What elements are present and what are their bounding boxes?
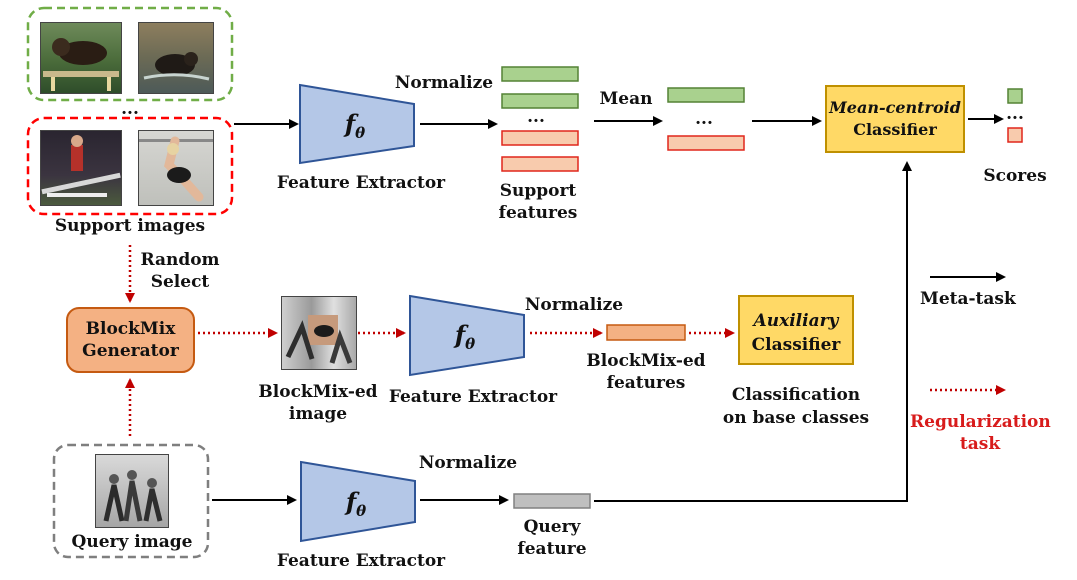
f-theta-top: fθ bbox=[330, 110, 380, 147]
support-features-label-2: features bbox=[498, 203, 578, 223]
support-photo-gymnast-1 bbox=[40, 130, 122, 206]
feature-extractor-bottom bbox=[300, 460, 416, 543]
mean-feature-red bbox=[667, 135, 745, 151]
query-image-label: Query image bbox=[71, 532, 193, 552]
legend-reg-label-1: Regularization bbox=[910, 412, 1051, 432]
arrow-query-feature-to-classifier bbox=[594, 161, 912, 502]
theta-symbol: θ bbox=[465, 334, 476, 353]
blockmix-features-label-1: BlockMix-ed bbox=[586, 351, 706, 371]
support-photo-dog-jump bbox=[40, 22, 122, 94]
scores-ellipsis: ... bbox=[1006, 104, 1024, 124]
gymnast-1-art bbox=[41, 135, 121, 197]
support-features-ellipsis: ... bbox=[527, 107, 545, 127]
f-symbol: f bbox=[454, 320, 466, 349]
feature-extractor-label-mid: Feature Extractor bbox=[388, 387, 558, 407]
auxiliary-classifier-box bbox=[738, 295, 854, 365]
blockmix-image-label-1: BlockMix-ed bbox=[258, 382, 378, 402]
dog-jump-art bbox=[43, 38, 119, 91]
auxiliary-label-1: Auxiliary bbox=[753, 311, 839, 331]
support-images-label: Support images bbox=[54, 216, 206, 236]
blockmix-generator-label-1: BlockMix bbox=[85, 319, 176, 339]
feature-extractor-label-bottom: Feature Extractor bbox=[276, 551, 446, 571]
support-feature-green-1 bbox=[501, 66, 579, 82]
query-feature-label-2: feature bbox=[517, 539, 587, 559]
support-class-2-group bbox=[26, 116, 234, 216]
theta-symbol: θ bbox=[355, 123, 366, 142]
mean-centroid-label-2: Classifier bbox=[853, 120, 937, 139]
base-classes-label-1: Classification bbox=[731, 385, 861, 405]
legend-meta-label: Meta-task bbox=[920, 289, 1016, 309]
feature-extractor-mid bbox=[409, 294, 525, 377]
feature-extractor-label-top: Feature Extractor bbox=[276, 173, 446, 193]
query-photo bbox=[95, 454, 169, 528]
support-photo-dog-water bbox=[138, 22, 214, 94]
blockmix-art bbox=[285, 315, 353, 364]
score-green bbox=[1007, 88, 1023, 104]
scores-label: Scores bbox=[983, 166, 1047, 186]
support-ellipsis: ... bbox=[121, 99, 139, 119]
f-theta-mid: fθ bbox=[440, 321, 490, 358]
dog-water-art bbox=[143, 52, 210, 81]
query-image-group bbox=[52, 443, 210, 559]
query-art bbox=[103, 470, 163, 522]
feature-extractor-top bbox=[299, 83, 415, 165]
f-symbol: f bbox=[344, 109, 356, 138]
query-feature-label-1: Query bbox=[523, 517, 581, 537]
support-class-1-group bbox=[26, 6, 234, 102]
random-select-label-2: Select bbox=[150, 272, 210, 292]
normalize-label-bottom: Normalize bbox=[418, 453, 518, 473]
score-red bbox=[1007, 127, 1023, 143]
mean-centroid-classifier-box bbox=[825, 85, 965, 153]
blockmix-generator-box bbox=[66, 307, 195, 373]
mean-feature-green bbox=[667, 87, 745, 103]
support-feature-green-2 bbox=[501, 93, 579, 109]
mean-label: Mean bbox=[599, 89, 653, 109]
support-feature-red-2 bbox=[501, 156, 579, 172]
support-feature-red-1 bbox=[501, 130, 579, 146]
blockmix-ed-image bbox=[281, 296, 357, 370]
mean-centroid-label-1: Mean-centroid bbox=[829, 98, 961, 117]
support-photo-gymnast-2 bbox=[138, 130, 214, 206]
blockmix-image-label-2: image bbox=[288, 404, 348, 424]
normalize-label-top: Normalize bbox=[394, 73, 494, 93]
mean-features-ellipsis: ... bbox=[695, 109, 713, 129]
normalize-label-mid: Normalize bbox=[524, 295, 624, 315]
query-feature-bar bbox=[513, 493, 591, 509]
auxiliary-label-2: Classifier bbox=[751, 335, 841, 355]
theta-symbol: θ bbox=[356, 501, 367, 520]
f-theta-bottom: fθ bbox=[331, 488, 381, 525]
legend-reg-label-2: task bbox=[959, 434, 1001, 454]
blockmix-features-label-2: features bbox=[606, 373, 686, 393]
gymnast-2-art bbox=[139, 136, 213, 202]
random-select-label-1: Random bbox=[140, 250, 220, 270]
f-symbol: f bbox=[345, 487, 357, 516]
support-features-label-1: Support bbox=[499, 181, 577, 201]
blockmix-generator-label-2: Generator bbox=[82, 341, 179, 361]
blockmix-feature-bar bbox=[606, 324, 686, 341]
base-classes-label-2: on base classes bbox=[722, 408, 870, 428]
